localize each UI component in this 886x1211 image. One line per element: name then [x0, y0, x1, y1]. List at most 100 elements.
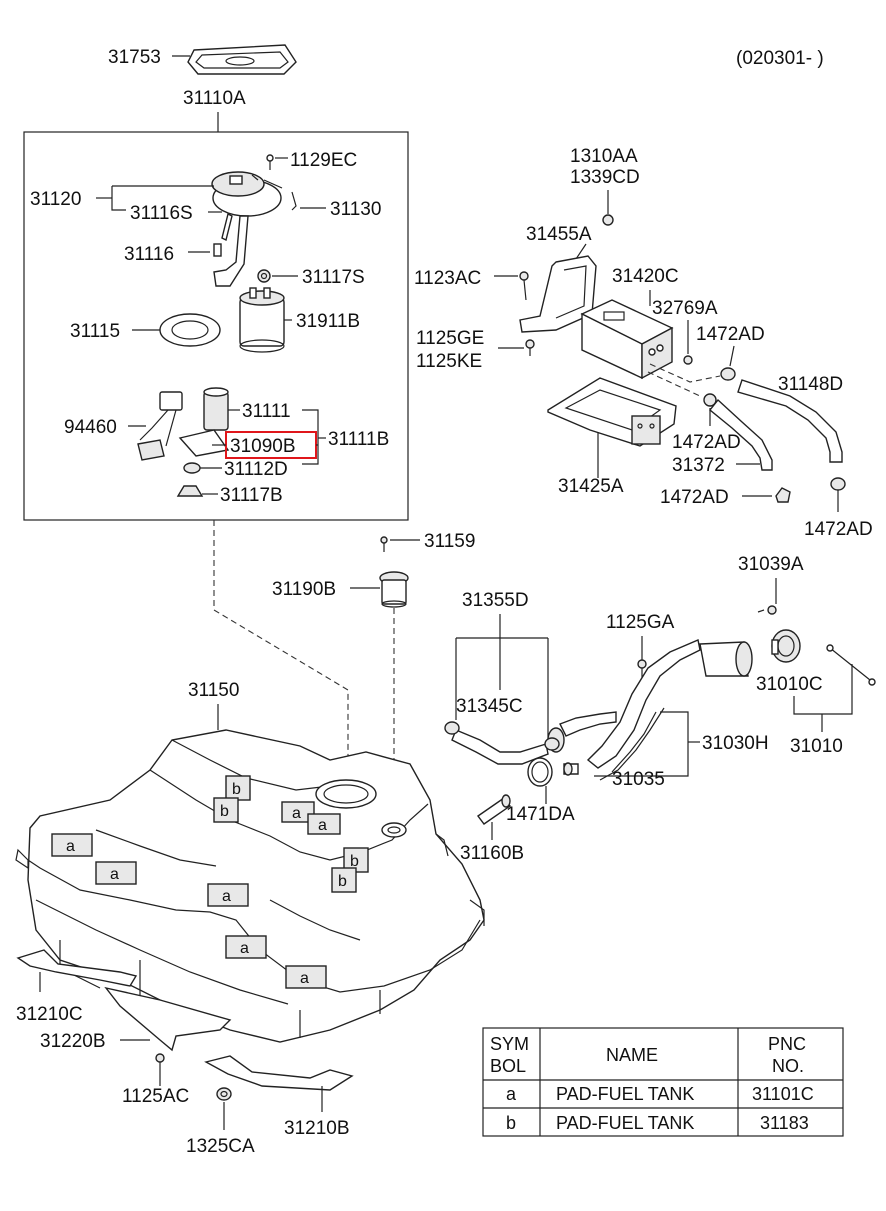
- part-1310AA-nut: [602, 214, 614, 226]
- label-1472AD-1: 1472AD: [696, 324, 765, 345]
- pad-markers: a a a a a a a b b b b: [51, 775, 369, 989]
- part-1472AD-clamp-2: [703, 393, 717, 407]
- svg-text:a: a: [292, 805, 301, 822]
- label-31010C: 31010C: [756, 674, 823, 695]
- table-header-bol: BOL: [490, 1056, 526, 1076]
- part-31120-pump-flange: [211, 171, 283, 217]
- part-31115-gasket: [159, 313, 221, 347]
- label-31210C: 31210C: [16, 1004, 83, 1025]
- part-1125GA-bolt: [637, 659, 647, 680]
- label-31117B: 31117B: [220, 485, 283, 506]
- label-31753: 31753: [108, 47, 161, 68]
- part-31210B-protector: [204, 1055, 354, 1091]
- svg-text:b: b: [338, 873, 347, 890]
- part-1129EC-screw: [266, 154, 274, 170]
- pad-a: a: [51, 833, 93, 857]
- fuel-pump-assembly-box: [23, 131, 409, 521]
- part-31130-clip: [291, 191, 297, 211]
- svg-text:a: a: [66, 838, 75, 855]
- label-1472AD-2: 1472AD: [672, 432, 741, 453]
- label-31035: 31035: [612, 769, 665, 790]
- part-31010C-tether: [826, 644, 876, 686]
- svg-text:b: b: [350, 853, 359, 870]
- label-1472AD-4: 1472AD: [804, 519, 873, 540]
- part-31345C-hose: [444, 721, 560, 765]
- pad-a: a: [281, 801, 315, 823]
- label-31911B: 31911B: [296, 311, 360, 332]
- part-31425A-tray: [547, 377, 677, 447]
- label-1339CD: 1339CD: [570, 167, 640, 188]
- label-31345C: 31345C: [456, 696, 523, 717]
- label-31111B: 31111B: [328, 429, 389, 450]
- svg-text:a: a: [222, 888, 231, 905]
- table-header-pnc: PNC: [768, 1034, 806, 1054]
- label-1310AA: 1310AA: [570, 146, 638, 167]
- part-1471DA-clamp: [527, 757, 553, 787]
- label-1472AD-3: 1472AD: [660, 487, 729, 508]
- part-31111-filter: [178, 387, 230, 457]
- label-31039A: 31039A: [738, 554, 804, 575]
- part-31372-hose: [709, 398, 773, 471]
- part-31911B-fuel-pump: [239, 287, 285, 353]
- label-32769A: 32769A: [652, 298, 718, 319]
- label-31112D: 31112D: [224, 459, 288, 480]
- label-31116S: 31116S: [130, 203, 193, 224]
- part-31160B-pipe: [477, 794, 511, 825]
- label-1325CA: 1325CA: [186, 1136, 255, 1157]
- part-94460-fuel-sender: [137, 391, 183, 461]
- part-31220B-protector: [104, 986, 232, 1052]
- label-31110A: 31110A: [183, 88, 246, 109]
- table-header-name: NAME: [606, 1045, 658, 1065]
- svg-text:b: b: [232, 781, 241, 798]
- label-1471DA: 1471DA: [506, 804, 575, 825]
- pad-b: b: [213, 797, 239, 823]
- table-row-pnc: 31183: [760, 1113, 809, 1133]
- part-31148D-hose: [737, 379, 843, 463]
- label-31355D: 31355D: [462, 590, 529, 611]
- svg-text:a: a: [318, 817, 327, 834]
- label-94460: 94460: [64, 417, 117, 438]
- part-31210C-protector: [16, 949, 138, 987]
- label-31117S: 31117S: [302, 267, 365, 288]
- symbol-table: SYM BOL NAME PNC NO. a PAD-FUEL TANK 311…: [482, 1027, 844, 1137]
- pad-a: a: [307, 813, 341, 835]
- svg-text:b: b: [220, 803, 229, 820]
- part-31150-fuel-tank: [15, 729, 485, 1043]
- label-31010: 31010: [790, 736, 843, 757]
- label-31210B: 31210B: [284, 1118, 350, 1139]
- part-31420C-canister: [580, 299, 674, 380]
- table-header-sym: SYM: [490, 1034, 529, 1054]
- pad-a: a: [285, 965, 327, 989]
- table-row-sym: b: [506, 1113, 516, 1133]
- label-1125GE: 1125GE: [416, 328, 484, 349]
- label-31160B: 31160B: [460, 843, 524, 864]
- label-31030H: 31030H: [702, 733, 769, 754]
- part-31117B-cap: [176, 485, 204, 497]
- part-1125GE-bolt: [525, 339, 535, 356]
- label-31220B: 31220B: [40, 1031, 106, 1052]
- part-32769A-cap: [683, 355, 693, 365]
- part-31112D-oring: [183, 462, 201, 474]
- label-1125GA: 1125GA: [606, 612, 675, 633]
- part-1472AD-clamp-4: [830, 477, 846, 491]
- table-header-no: NO.: [772, 1056, 804, 1076]
- label-31150: 31150: [188, 680, 239, 701]
- label-31090B: 31090B: [230, 436, 296, 457]
- label-31420C: 31420C: [612, 266, 679, 287]
- catalog-code: (020301- ): [736, 48, 824, 69]
- svg-text:a: a: [240, 940, 249, 957]
- part-31010C-filler-cap: [771, 629, 801, 663]
- pad-a: a: [207, 883, 249, 907]
- part-31455A-bracket: [519, 255, 597, 333]
- pad-b: b: [331, 867, 357, 893]
- label-31148D: 31148D: [778, 374, 843, 395]
- part-31030H-filler-neck: [586, 639, 753, 781]
- part-pump-bracket: [213, 212, 249, 287]
- svg-text:a: a: [110, 866, 119, 883]
- part-31117S-nut: [257, 269, 271, 283]
- part-31159-screw: [380, 536, 388, 552]
- label-1125KE: 1125KE: [416, 351, 482, 372]
- label-31116: 31116: [124, 244, 174, 265]
- label-31425A: 31425A: [558, 476, 624, 497]
